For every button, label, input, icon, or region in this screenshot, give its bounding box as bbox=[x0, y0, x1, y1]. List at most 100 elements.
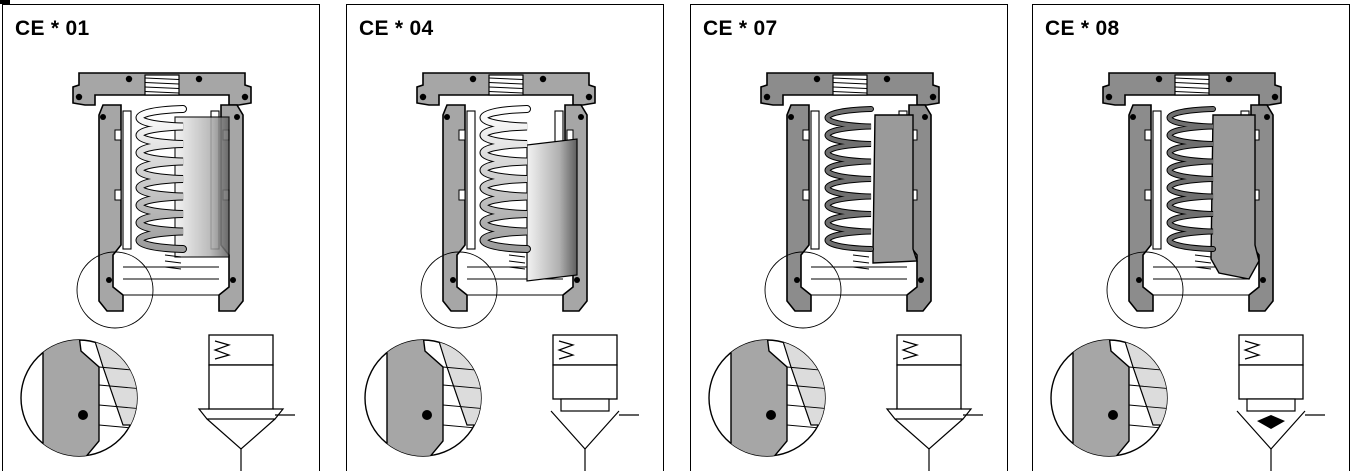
o-ring-icon bbox=[195, 75, 203, 83]
o-ring-icon bbox=[1271, 93, 1279, 101]
valve-symbol bbox=[197, 334, 295, 471]
panel-ce01: CE * 01 bbox=[2, 4, 320, 471]
side-port bbox=[802, 189, 810, 201]
o-ring-icon bbox=[766, 410, 776, 420]
o-ring-icon bbox=[241, 93, 249, 101]
seat-lip bbox=[885, 408, 973, 420]
panel-title: CE * 01 bbox=[15, 17, 90, 40]
bore-lines bbox=[123, 266, 219, 296]
side-port bbox=[566, 129, 574, 141]
o-ring-icon bbox=[929, 93, 937, 101]
poppet-nose bbox=[1246, 398, 1296, 412]
piston bbox=[1210, 114, 1260, 280]
spring-chamber bbox=[1238, 334, 1304, 366]
lower-coil bbox=[1194, 254, 1212, 270]
seat-body bbox=[730, 340, 788, 456]
o-ring-icon bbox=[1105, 93, 1113, 101]
o-ring-icon bbox=[230, 277, 236, 283]
o-ring-icon bbox=[422, 410, 432, 420]
seat-body bbox=[1072, 340, 1130, 456]
spring-highlight bbox=[480, 106, 530, 252]
seat-body bbox=[42, 340, 100, 456]
valve-diagram bbox=[20, 72, 295, 471]
bore-lines bbox=[1128, 366, 1167, 430]
o-ring-icon bbox=[574, 277, 580, 283]
valve-cross-section bbox=[416, 72, 596, 329]
threaded-port bbox=[144, 74, 180, 96]
seat-detail-magnified bbox=[20, 339, 138, 457]
o-ring-icon bbox=[794, 277, 800, 283]
poppet-body bbox=[552, 364, 618, 400]
spring-symbol bbox=[557, 340, 575, 360]
seat-lip bbox=[197, 408, 285, 420]
inner-sleeve bbox=[122, 110, 132, 250]
lower-coil bbox=[508, 254, 526, 270]
threaded-port bbox=[832, 74, 868, 96]
panel-title: CE * 07 bbox=[703, 17, 778, 40]
o-ring-icon bbox=[75, 93, 83, 101]
bore-lines bbox=[98, 366, 137, 430]
valve-diagram bbox=[364, 72, 639, 471]
o-ring-icon bbox=[922, 114, 928, 120]
piston bbox=[526, 138, 578, 282]
valve-cross-section bbox=[1102, 72, 1282, 329]
detail-callout-circle bbox=[764, 251, 842, 329]
o-ring-icon bbox=[585, 93, 593, 101]
detail-callout-circle bbox=[1106, 251, 1184, 329]
side-port bbox=[802, 129, 810, 141]
lower-coil bbox=[164, 254, 182, 270]
spring-symbol bbox=[1243, 340, 1261, 360]
valve-cross-section bbox=[760, 72, 940, 329]
o-ring-icon bbox=[444, 114, 450, 120]
o-ring-icon bbox=[1108, 410, 1118, 420]
bore-lines bbox=[442, 366, 481, 430]
o-ring-icon bbox=[883, 75, 891, 83]
detail-callout-circle bbox=[76, 251, 154, 329]
panel-ce04: CE * 04 bbox=[346, 4, 664, 471]
spring-highlight bbox=[825, 107, 873, 251]
side-port bbox=[458, 129, 466, 141]
panel-ce07: CE * 07 bbox=[690, 4, 1008, 471]
lower-coil bbox=[852, 254, 870, 270]
o-ring-icon bbox=[578, 114, 584, 120]
side-port bbox=[114, 129, 122, 141]
valve-diagram bbox=[1050, 72, 1325, 471]
seat-body bbox=[386, 340, 444, 456]
seat-detail-magnified bbox=[1050, 339, 1168, 457]
o-ring-icon bbox=[469, 75, 477, 83]
valve-cross-section bbox=[72, 72, 252, 329]
spring-highlight bbox=[1167, 107, 1215, 251]
o-ring-icon bbox=[1155, 75, 1163, 83]
poppet-body bbox=[1238, 364, 1304, 400]
o-ring-icon bbox=[1260, 277, 1266, 283]
o-ring-icon bbox=[125, 75, 133, 83]
panel-title: CE * 04 bbox=[359, 17, 434, 40]
o-ring-icon bbox=[419, 93, 427, 101]
side-port bbox=[458, 189, 466, 201]
cone-seat bbox=[894, 418, 964, 450]
inner-sleeve bbox=[810, 110, 820, 250]
o-ring-icon bbox=[539, 75, 547, 83]
o-ring-icon bbox=[1225, 75, 1233, 83]
o-ring-icon bbox=[234, 114, 240, 120]
inner-sleeve bbox=[466, 110, 476, 250]
poppet-nose bbox=[560, 398, 610, 412]
o-ring-icon bbox=[1264, 114, 1270, 120]
cone-seat bbox=[206, 418, 276, 450]
poppet-body bbox=[208, 364, 274, 410]
o-ring-icon bbox=[788, 114, 794, 120]
valve-symbol bbox=[550, 334, 639, 471]
bore-lines bbox=[811, 266, 907, 296]
piston bbox=[872, 114, 918, 264]
threaded-port bbox=[488, 74, 524, 96]
spring-chamber bbox=[896, 334, 962, 366]
bore-lines bbox=[786, 366, 825, 430]
panel-title: CE * 08 bbox=[1045, 17, 1120, 40]
piston bbox=[174, 116, 230, 258]
spring-symbol bbox=[213, 340, 231, 360]
panel-ce08: CE * 08 bbox=[1032, 4, 1350, 471]
seat-detail-magnified bbox=[708, 339, 826, 457]
inner-sleeve bbox=[1152, 110, 1162, 250]
side-port bbox=[1144, 189, 1152, 201]
o-ring-icon bbox=[106, 277, 112, 283]
